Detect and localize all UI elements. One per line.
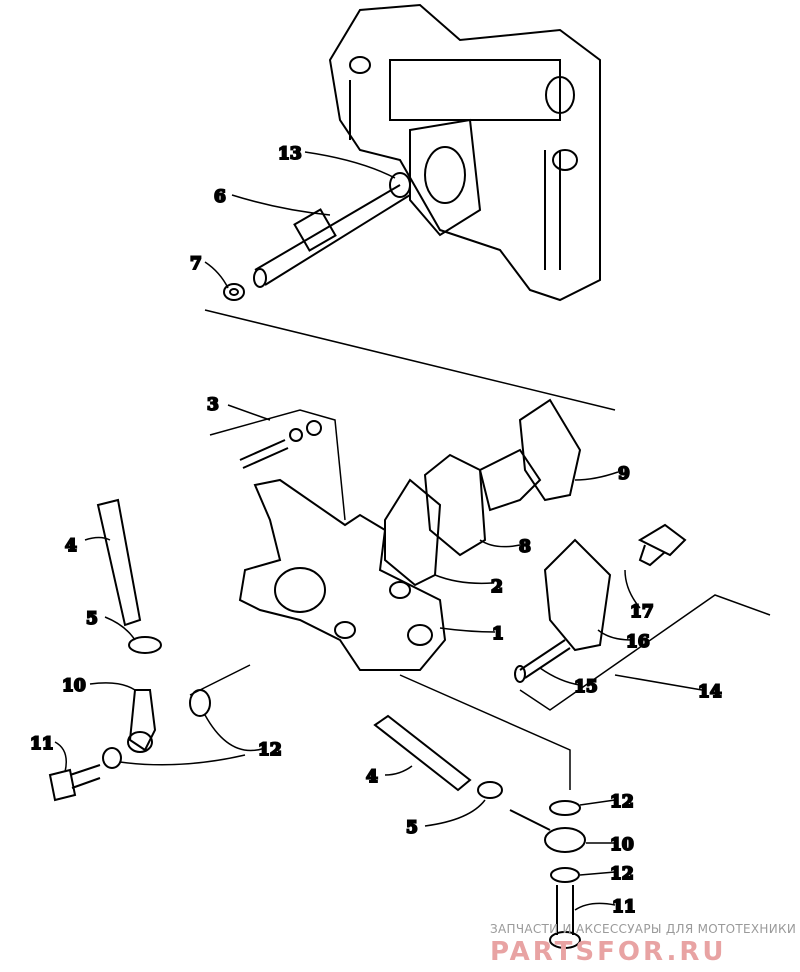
callout-4: 4 xyxy=(65,536,77,556)
bolt-11-right xyxy=(556,885,574,935)
bolt-11-left xyxy=(48,764,101,802)
callout-9: 9 xyxy=(618,464,630,484)
gasket-8 xyxy=(423,453,487,557)
callout-15: 15 xyxy=(574,677,598,697)
washer-7 xyxy=(223,283,245,301)
fitting-10-right xyxy=(509,809,551,831)
callout-1: 1 xyxy=(492,624,504,644)
callout-12-lower-bottom: 12 xyxy=(610,864,634,884)
hose-4-left xyxy=(96,498,142,627)
callout-7: 7 xyxy=(190,254,202,274)
reference-lines xyxy=(189,309,771,790)
engine-block xyxy=(328,3,601,302)
callout-4-lower: 4 xyxy=(366,767,378,787)
housing-9 xyxy=(478,448,542,512)
callout-13: 13 xyxy=(278,144,302,164)
washer-3a xyxy=(289,428,303,442)
fitting-10-right-eye xyxy=(544,827,586,853)
cover-16 xyxy=(543,538,612,652)
washer-3b xyxy=(306,420,322,436)
callout-5-lower: 5 xyxy=(406,818,418,838)
callout-10-lower: 10 xyxy=(610,835,634,855)
washer-12-right-bottom xyxy=(550,867,580,883)
callout-11: 11 xyxy=(30,734,54,754)
callout-16: 16 xyxy=(626,632,650,652)
clamp-5-left xyxy=(128,636,162,654)
drive-shaft xyxy=(253,172,411,288)
washer-12-right-top xyxy=(549,800,581,816)
gasket-9 xyxy=(518,398,582,502)
bolt-17 xyxy=(637,523,687,567)
callout-3: 3 xyxy=(207,395,219,415)
callout-11-lower: 11 xyxy=(612,897,636,917)
callout-5: 5 xyxy=(86,609,98,629)
bolt-11-right-head xyxy=(549,931,581,949)
fitting-10-left-eye xyxy=(127,731,153,753)
hose-4-right xyxy=(373,714,472,792)
oil-pump xyxy=(238,478,447,671)
screw-15 xyxy=(519,639,571,679)
screw-15-head xyxy=(514,665,526,683)
callout-8: 8 xyxy=(519,537,531,557)
screw-3 xyxy=(239,439,289,469)
callout-12-lower-top: 12 xyxy=(610,792,634,812)
watermark-logo: PARTSFOR.RU xyxy=(490,937,727,967)
fitting-10-left xyxy=(128,689,157,752)
watermark-tagline: ЗАПЧАСТИ И АКСЕССУАРЫ ДЛЯ МОТОТЕХНИКИ xyxy=(490,922,797,936)
callout-17: 17 xyxy=(630,602,654,622)
callout-6: 6 xyxy=(214,187,226,207)
callout-10: 10 xyxy=(62,676,86,696)
washer-7-hole xyxy=(229,288,239,296)
callout-14: 14 xyxy=(698,682,722,702)
callout-12: 12 xyxy=(258,740,282,760)
leader-lines xyxy=(54,151,703,911)
clamp-5-right xyxy=(477,781,503,799)
washer-12-left-small xyxy=(102,747,122,769)
callout-2: 2 xyxy=(491,577,503,597)
